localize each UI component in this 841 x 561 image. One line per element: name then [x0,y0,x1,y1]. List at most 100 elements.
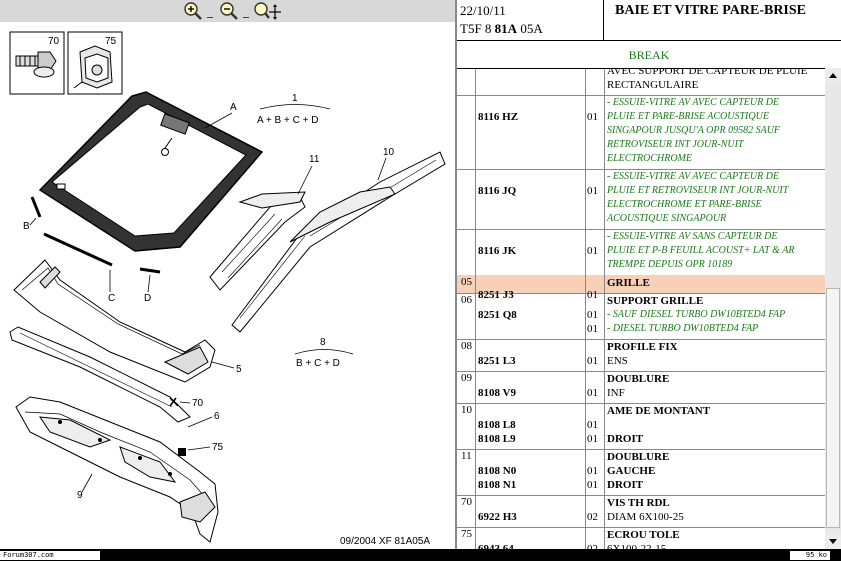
column-divider [475,449,476,495]
column-divider [604,339,605,371]
description-line: PLUIE ET P-B FEUILL ACOUST+ LAT & AR [607,245,795,256]
header-code-prefix: T5F 8 [460,21,495,36]
row-index: 09 [461,372,472,384]
column-divider [585,169,586,229]
status-bar [0,549,841,561]
strip-c [43,232,113,267]
status-size: 95 ko [790,551,830,560]
column-divider [475,495,476,527]
row-reference-2: 8108 N1 [478,479,517,491]
description-line: GAUCHE [607,465,656,477]
row-quantity-2: 01 [587,433,598,445]
column-divider [475,403,476,449]
windscreen-part [38,91,264,252]
description-line: TREMPE DEPUIS OPR 10189 [607,259,733,270]
scroll-up-icon[interactable] [825,68,841,84]
description-line: PLUIE ET PARE-BRISE ACOUSTIQUE [607,111,769,122]
column-divider [475,69,476,95]
parts-header: 22/10/11 T5F 8 81A 05A BAIE ET VITRE PAR… [457,0,841,41]
parts-list-pane: 22/10/11 T5F 8 81A 05A BAIE ET VITRE PAR… [455,0,841,550]
scroll-down-icon[interactable] [825,533,841,549]
vertical-scrollbar[interactable] [825,68,841,549]
zoom-toolbar [0,0,455,22]
row-reference: 8108 L8 [478,419,516,431]
lower-reinforcement-9 [15,396,219,543]
description-line: - SAUF DIESEL TURBO DW10BTED4 FAP [607,309,786,320]
column-divider [604,403,605,449]
strip-d [139,267,161,274]
header-date: 22/10/11 [460,3,506,18]
zoom-out-link[interactable] [243,17,249,18]
column-divider [585,95,586,169]
zoom-out-icon[interactable] [219,1,239,21]
column-divider [475,229,476,275]
exploded-diagram: 70 75 A B C [9,31,446,543]
column-divider [475,371,476,403]
column-divider [604,169,605,229]
header-title: BAIE ET VITRE PARE-BRISE [615,3,807,18]
description-line: DIAM 6X100-25 [607,511,684,523]
column-divider [604,495,605,527]
description-line: AVEC SUPPORT DE CAPTEUR DE PLUIE [607,68,808,77]
row-quantity: 01 [587,387,598,399]
column-divider [585,449,586,495]
description-line: INF [607,387,625,399]
formula-8: B + C + D [296,358,340,369]
description-line: ELECTROCHROME [607,153,692,164]
column-divider [604,449,605,495]
row-quantity-2: 01 [587,323,598,335]
row-description: GRILLE [607,276,823,290]
row-reference: 8251 J3 [478,289,514,301]
row-quantity: 01 [587,465,598,477]
description-line: AME DE MONTANT [607,405,711,417]
label-75: 75 [212,442,224,453]
description-line: PLUIE ET RETROVISEUR INT JOUR-NUIT [607,185,789,196]
column-divider [604,69,605,95]
row-quantity: 01 [587,245,598,257]
description-line: SUPPORT GRILLE [607,295,704,307]
label-c: C [108,293,115,304]
zoom-in-icon[interactable] [183,1,203,21]
zoom-in-link[interactable] [207,17,213,18]
row-index: 70 [461,496,472,508]
description-line: PROFILE FIX [607,341,678,353]
label-b: B [23,221,30,232]
header-code: T5F 8 81A 05A [460,21,543,37]
row-quantity: 01 [587,111,598,123]
status-site: Forum307.com [0,551,100,560]
column-divider [604,95,605,169]
clip-nut-icon [73,45,113,89]
row-reference: 8116 JK [478,245,517,257]
box-70-label: 70 [48,36,60,47]
column-divider [585,69,586,95]
column-divider [585,275,586,293]
label-8: 8 [320,337,326,348]
description-line: DOUBLURE [607,451,670,463]
pan-zoom-icon[interactable] [253,1,281,21]
column-divider [604,275,605,293]
screw-icon [15,51,57,78]
column-divider [475,275,476,293]
description-line: ACOUSTIQUE SINGAPOUR [607,213,727,224]
row-description: SUPPORT GRILLE - SAUF DIESEL TURBO DW10BT… [607,294,823,336]
scroll-thumb[interactable] [826,288,840,528]
description-line [607,418,823,432]
row-reference: 8116 HZ [478,111,519,123]
column-divider [475,339,476,371]
